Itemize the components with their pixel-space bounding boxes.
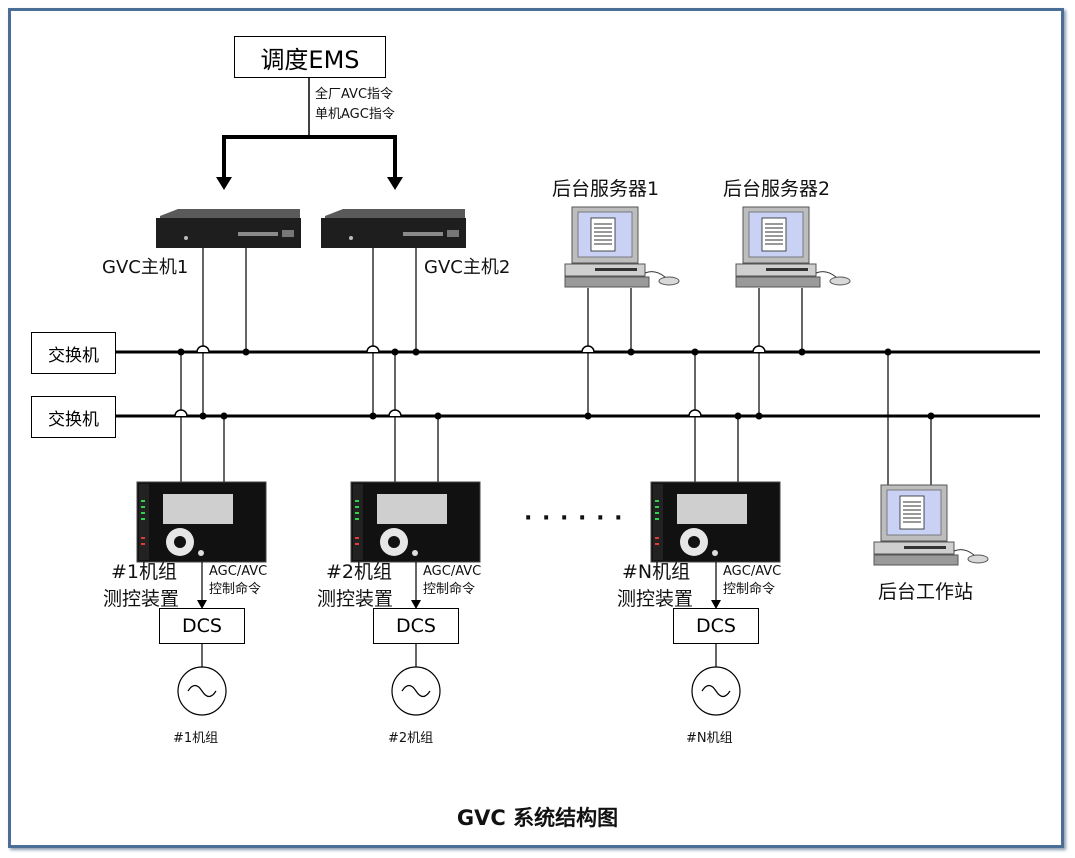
ems-downlink bbox=[216, 78, 403, 190]
unit-1-device-label-line2: 测控装置 bbox=[103, 588, 180, 610]
unit-1-device-label-line1: #1机组 bbox=[111, 561, 178, 583]
gvc-host-1-device bbox=[156, 209, 301, 248]
server-1-computer-icon bbox=[564, 206, 680, 288]
server-2-label: 后台服务器2 bbox=[723, 178, 831, 200]
server-1-label: 后台服务器1 bbox=[552, 178, 660, 200]
gvc-host-1-label: GVC主机1 bbox=[102, 257, 189, 278]
host-connections bbox=[180, 248, 932, 486]
generator-1-label: #1机组 bbox=[173, 731, 219, 746]
line-crossings bbox=[174, 345, 766, 417]
workstation-label: 后台工作站 bbox=[878, 581, 974, 603]
generator-2-label: #2机组 bbox=[388, 731, 434, 746]
unit-2-dcs-label: DCS bbox=[396, 615, 436, 637]
generator-2-icon bbox=[391, 666, 441, 716]
agc-command-label: 单机AGC指令 bbox=[315, 107, 395, 122]
generator-n-label: #N机组 bbox=[686, 731, 733, 746]
unit-n-cmd-line2: 控制命令 bbox=[723, 582, 776, 597]
unit-1-control-device bbox=[136, 481, 267, 563]
unit-n-cmd-line1: AGC/AVC bbox=[723, 564, 782, 579]
unit-1-cmd-line1: AGC/AVC bbox=[209, 564, 268, 579]
dcs-generator-links bbox=[201, 643, 717, 667]
generator-1-icon bbox=[177, 666, 227, 716]
unit-n-dcs-box: DCS bbox=[673, 608, 759, 644]
ems-label: 调度EMS bbox=[260, 45, 360, 74]
unit-2-device-label-line2: 测控装置 bbox=[317, 588, 394, 610]
switch-2-box: 交换机 bbox=[31, 396, 116, 438]
unit-2-device-label-line1: #2机组 bbox=[326, 561, 393, 583]
unit-2-dcs-box: DCS bbox=[373, 608, 459, 644]
workstation-computer-icon bbox=[873, 484, 989, 566]
server-2-computer-icon bbox=[735, 206, 851, 288]
unit-n-dcs-label: DCS bbox=[696, 615, 736, 637]
unit-n-control-device bbox=[650, 481, 781, 563]
generator-n-icon bbox=[691, 666, 741, 716]
switch-1-box: 交换机 bbox=[31, 332, 116, 374]
unit-2-cmd-line1: AGC/AVC bbox=[423, 564, 482, 579]
unit-n-device-label-line2: 测控装置 bbox=[617, 588, 694, 610]
unit-n-device-label-line1: #N机组 bbox=[622, 561, 691, 583]
unit-1-dcs-box: DCS bbox=[159, 608, 245, 644]
command-arrows bbox=[201, 562, 717, 602]
diagram-title: GVC 系统结构图 bbox=[456, 806, 619, 830]
units-ellipsis: · · · · · · bbox=[524, 506, 624, 531]
gvc-host-2-device bbox=[321, 209, 466, 248]
junction-dots bbox=[177, 348, 935, 420]
unit-2-control-device bbox=[350, 481, 481, 563]
unit-2-cmd-line2: 控制命令 bbox=[423, 582, 476, 597]
avc-command-label: 全厂AVC指令 bbox=[315, 87, 394, 102]
switch-1-label: 交换机 bbox=[48, 345, 99, 366]
unit-1-cmd-line2: 控制命令 bbox=[209, 582, 262, 597]
ems-box: 调度EMS bbox=[234, 36, 386, 78]
switch-2-label: 交换机 bbox=[48, 409, 99, 430]
unit-1-dcs-label: DCS bbox=[182, 615, 222, 637]
gvc-host-2-label: GVC主机2 bbox=[424, 257, 511, 278]
